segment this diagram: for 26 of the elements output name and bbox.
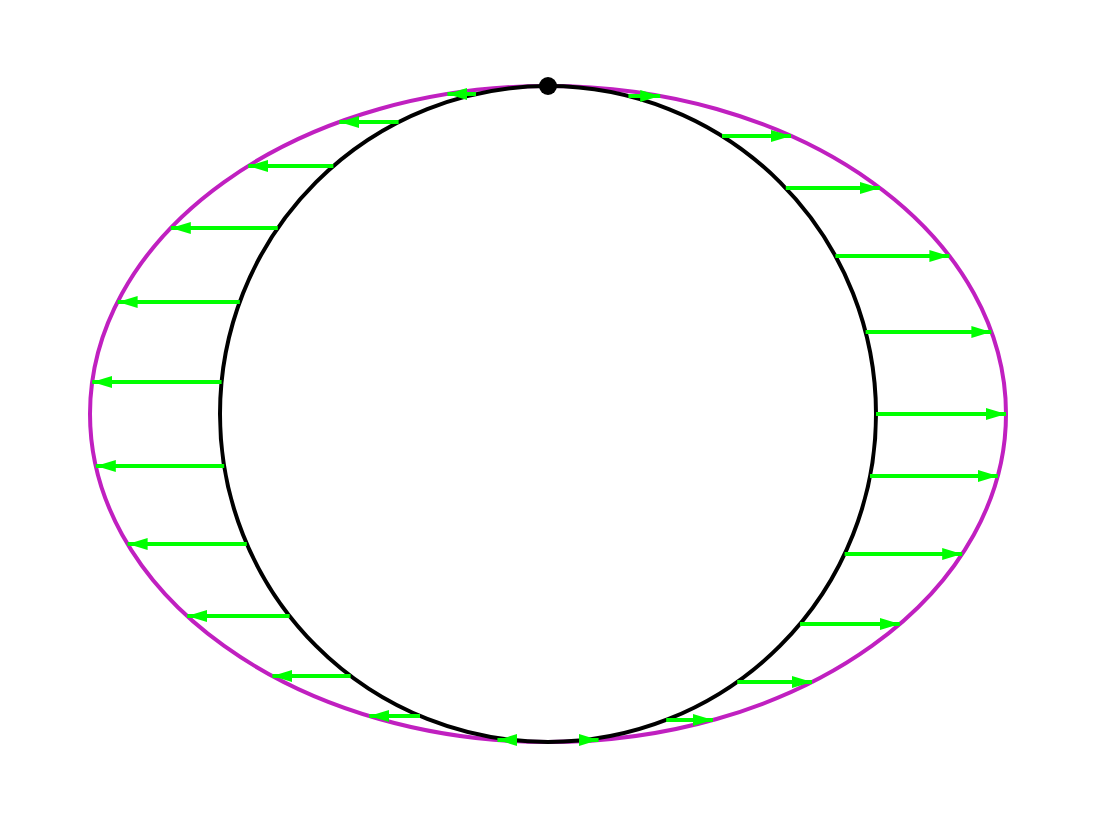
- arrow: [117, 296, 240, 308]
- arrow: [628, 90, 661, 102]
- arrow: [870, 470, 998, 482]
- arrow: [722, 130, 791, 142]
- arrow: [497, 734, 518, 746]
- arrow: [92, 376, 222, 388]
- arrow: [272, 670, 351, 682]
- arrow: [187, 610, 290, 622]
- arrow: [876, 408, 1006, 420]
- arrow: [865, 326, 992, 338]
- arrow: [339, 116, 399, 128]
- arrow: [248, 160, 334, 172]
- arrow: [95, 460, 225, 472]
- arrow: [369, 710, 420, 722]
- arrow: [844, 548, 963, 560]
- arrow: [127, 538, 247, 550]
- arrow: [447, 88, 476, 100]
- arrow: [666, 714, 713, 726]
- arrow: [170, 222, 278, 234]
- arrow: [785, 182, 880, 194]
- ellipse-outline: [88, 84, 1008, 744]
- arrow: [835, 250, 950, 262]
- arrow: [800, 618, 900, 630]
- arrow: [578, 734, 599, 746]
- arrow: [737, 676, 812, 688]
- point-marker: [539, 77, 557, 95]
